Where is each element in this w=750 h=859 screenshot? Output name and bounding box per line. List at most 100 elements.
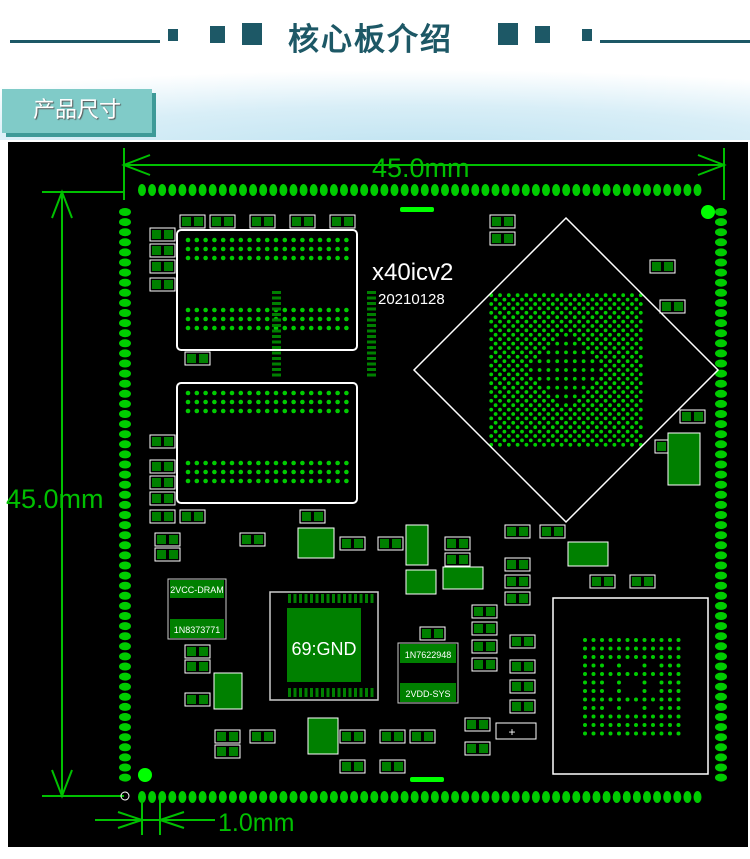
bga-ball bbox=[616, 368, 621, 372]
emmc-ball bbox=[583, 731, 587, 736]
bga-ball bbox=[590, 420, 595, 425]
passive-outline bbox=[379, 759, 406, 774]
dram-ball bbox=[317, 307, 323, 313]
bga-ball bbox=[638, 354, 643, 359]
bga-ball bbox=[546, 315, 551, 320]
edge-pad bbox=[693, 791, 702, 803]
emmc-ball bbox=[600, 697, 604, 702]
bga-ball bbox=[630, 363, 634, 368]
edge-pad bbox=[119, 440, 131, 449]
emmc-ball bbox=[659, 680, 664, 685]
bga-ball bbox=[564, 341, 568, 346]
bga-ball bbox=[625, 412, 630, 416]
bga-ball bbox=[555, 403, 560, 408]
emmc-ball bbox=[676, 723, 681, 727]
edge-pad bbox=[119, 218, 131, 227]
bga-ball bbox=[489, 390, 494, 394]
edge-pad bbox=[461, 791, 470, 803]
bga-ball bbox=[528, 359, 533, 364]
emmc-ball bbox=[676, 697, 681, 702]
dram-ball bbox=[247, 255, 252, 261]
passive-outline bbox=[149, 459, 176, 474]
dram-ball bbox=[335, 469, 340, 475]
bga-ball bbox=[533, 390, 538, 394]
dram-ball bbox=[212, 255, 217, 261]
pin1-marker bbox=[120, 791, 130, 801]
bga-ball bbox=[612, 293, 617, 298]
qfn-pin bbox=[326, 688, 330, 697]
edge-pad bbox=[178, 791, 187, 803]
passive-outline bbox=[509, 679, 536, 694]
dram-ball bbox=[203, 399, 208, 405]
edge-pad bbox=[228, 791, 237, 803]
emmc-ball bbox=[591, 689, 596, 693]
bga-ball bbox=[594, 381, 599, 386]
bga-ball bbox=[515, 398, 520, 403]
bga-ball bbox=[630, 398, 634, 403]
emmc-ball bbox=[600, 723, 604, 727]
dram-ball bbox=[300, 399, 305, 405]
dram-ball bbox=[185, 478, 191, 484]
bga-ball bbox=[537, 297, 542, 302]
passive-pad bbox=[152, 280, 161, 289]
bga-ball bbox=[599, 394, 604, 399]
bga-ball bbox=[546, 359, 551, 364]
edge-pad bbox=[715, 511, 727, 519]
dram-ball bbox=[317, 460, 323, 466]
dram-ball bbox=[256, 469, 261, 475]
dram-ball bbox=[273, 408, 279, 414]
passive-outline bbox=[629, 574, 656, 589]
dram-ball bbox=[220, 325, 226, 331]
passive-pad bbox=[592, 577, 601, 586]
edge-pad bbox=[208, 184, 217, 196]
qfn-pin bbox=[367, 362, 376, 366]
emmc-ball bbox=[617, 646, 621, 651]
emmc-ball bbox=[617, 714, 621, 719]
bga-ball bbox=[524, 346, 529, 350]
emmc-ball bbox=[659, 672, 664, 676]
passive-outline bbox=[149, 509, 176, 524]
dram-ball bbox=[317, 469, 323, 475]
dram-ball bbox=[256, 255, 261, 261]
edge-pad bbox=[715, 268, 727, 277]
emmc-ball bbox=[659, 731, 664, 736]
bga-ball bbox=[630, 319, 634, 324]
edge-pad bbox=[249, 184, 258, 196]
passive-pad bbox=[199, 662, 208, 671]
bga-ball bbox=[630, 310, 634, 315]
dram-ball bbox=[238, 460, 244, 466]
passive-pad bbox=[354, 539, 363, 548]
bga-ball bbox=[616, 306, 621, 311]
dram-ball bbox=[326, 478, 332, 484]
bga-ball bbox=[489, 416, 494, 421]
bga-ball bbox=[542, 346, 546, 350]
passive-pad bbox=[199, 354, 208, 363]
bga-ball bbox=[520, 412, 524, 416]
bga-ball bbox=[533, 416, 538, 421]
bga-ball bbox=[572, 359, 577, 364]
bga-ball bbox=[594, 319, 599, 324]
passive-pad bbox=[304, 217, 313, 226]
bga-ball bbox=[572, 341, 577, 346]
bga-ball bbox=[533, 310, 538, 315]
bga-ball bbox=[612, 407, 617, 412]
edge-pad bbox=[119, 359, 131, 368]
edge-pad bbox=[119, 773, 131, 782]
qfn-pin bbox=[365, 688, 368, 697]
bga-ball bbox=[524, 319, 529, 324]
qfn-pin bbox=[348, 688, 352, 697]
dram-ball bbox=[326, 460, 332, 466]
bga-ball bbox=[572, 420, 577, 425]
passive-pad bbox=[382, 732, 391, 741]
dram-ball bbox=[194, 469, 200, 475]
emmc-ball bbox=[591, 714, 596, 719]
dram-ball bbox=[282, 390, 288, 396]
dram-ball bbox=[212, 408, 217, 414]
edge-pad bbox=[119, 571, 131, 580]
passive-outline bbox=[444, 552, 471, 567]
bga-ball bbox=[568, 416, 573, 421]
bga-ball bbox=[577, 398, 582, 403]
qfn-pin bbox=[365, 594, 368, 603]
bga-ball bbox=[511, 350, 516, 355]
emmc-ball bbox=[583, 638, 587, 642]
